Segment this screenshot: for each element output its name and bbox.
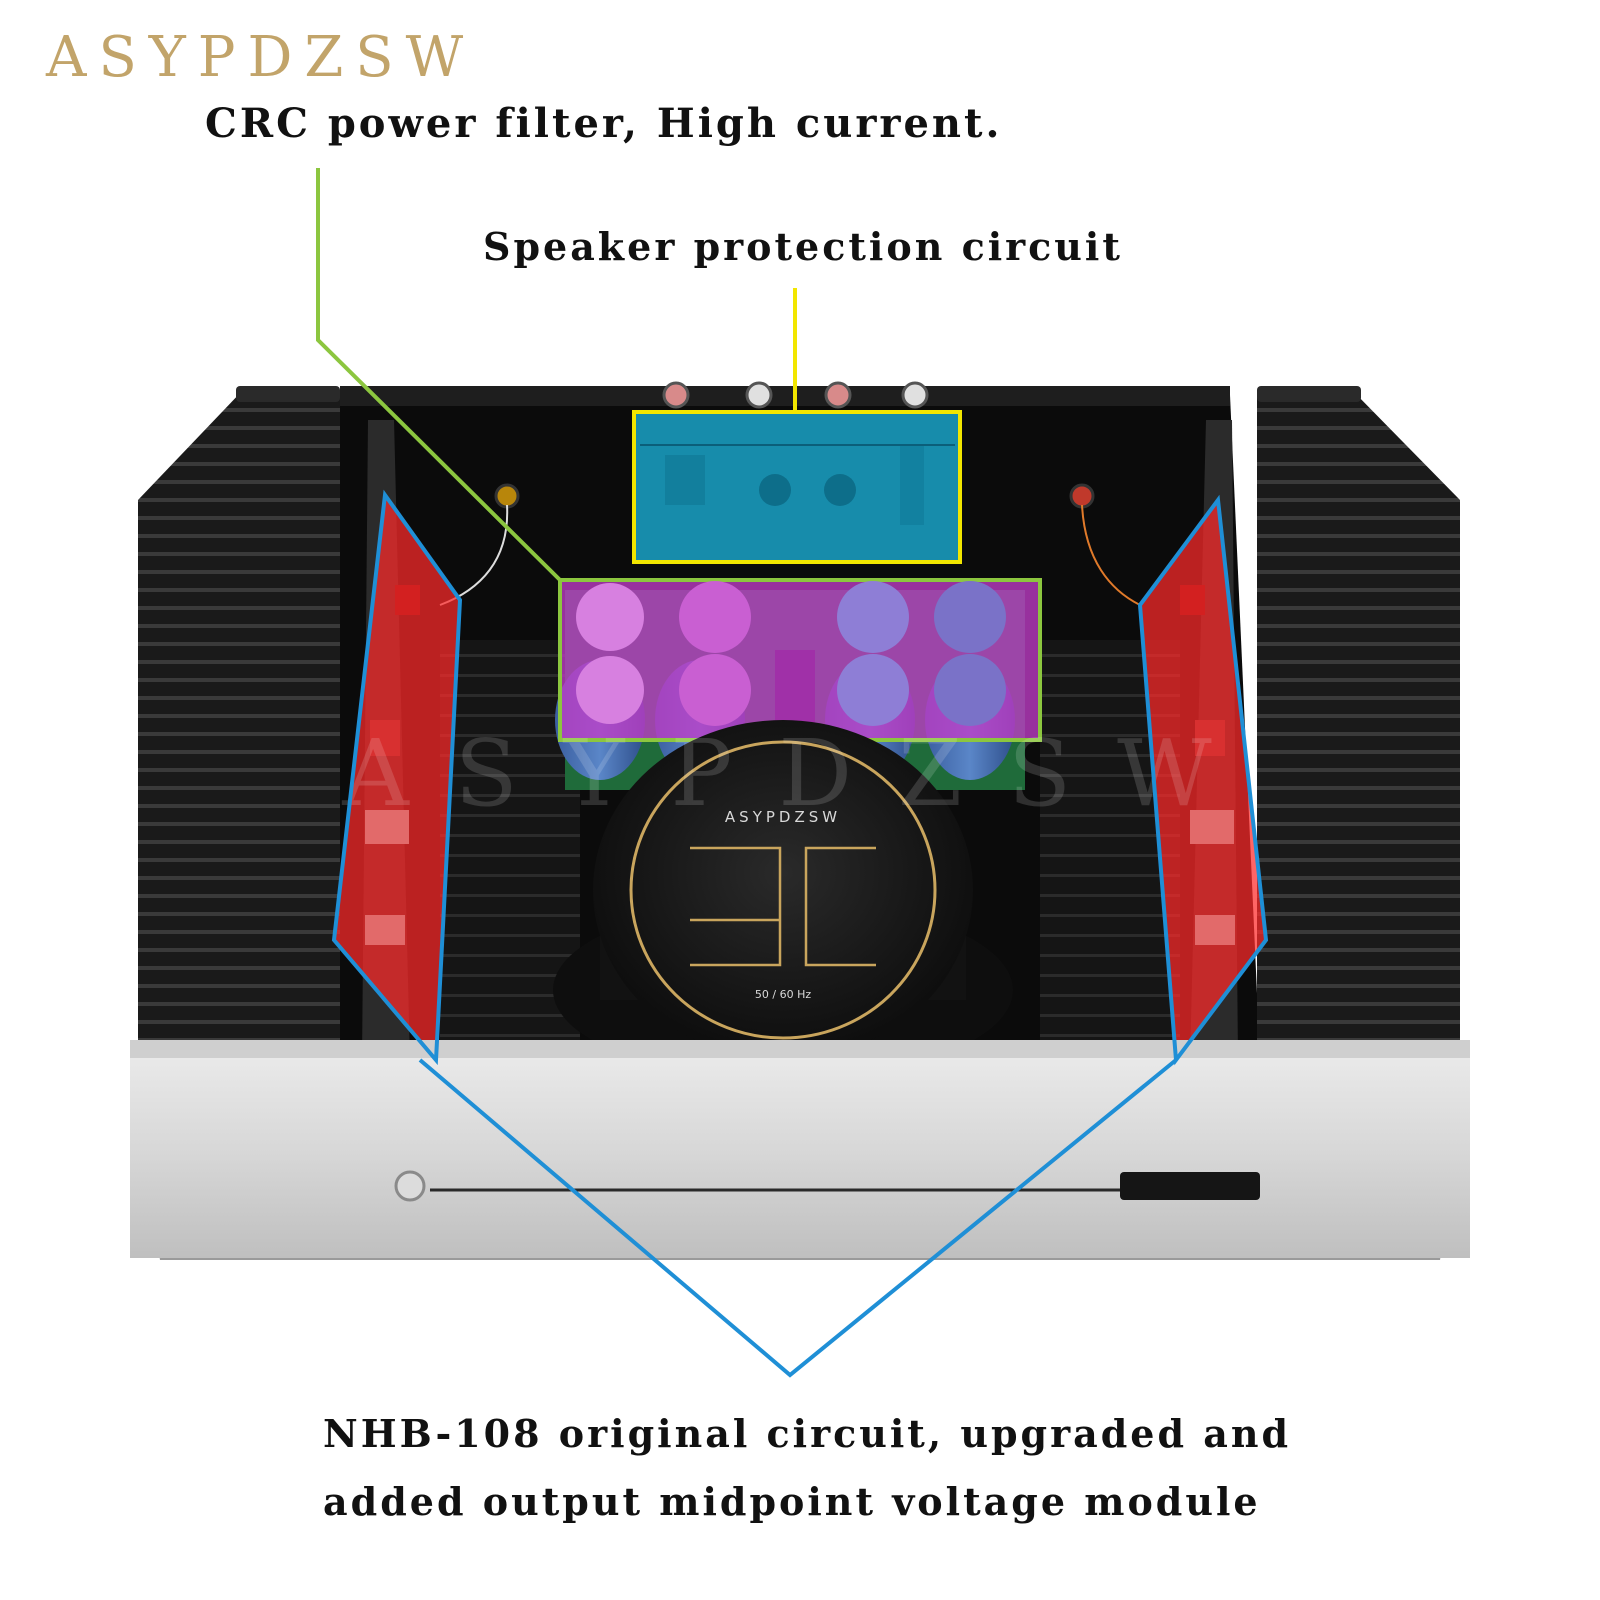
watermark-text: ASYPDZSW (341, 720, 1257, 827)
crc-caption: CRC power filter, High current. (205, 100, 1003, 147)
right-heatsink (1257, 386, 1460, 1060)
speaker-protection-caption: Speaker protection circuit (483, 224, 1123, 269)
toroidal-transformer (553, 720, 1013, 1080)
nhb-caption-line-1: NHB-108 original circuit, upgraded and (323, 1411, 1292, 1456)
transformer-brand-label: ASYPDZSW (725, 808, 841, 826)
front-panel (130, 1040, 1470, 1260)
left-heatsink (138, 386, 340, 1060)
rca-jacks (662, 381, 929, 409)
crc-highlight (558, 578, 1042, 742)
nhb-caption-line-2: added output midpoint voltage module (323, 1479, 1261, 1524)
nhb-callout-lines (331, 489, 1269, 1378)
transformer-frequency-label: 50 / 60 Hz (755, 988, 811, 1001)
speaker-protection-highlight (632, 410, 962, 564)
crc-callout-line (316, 168, 562, 582)
brand-logo: ASYPDZSW (46, 25, 476, 90)
nhb-caption: NHB-108 original circuit, upgraded and a… (323, 1400, 1423, 1536)
